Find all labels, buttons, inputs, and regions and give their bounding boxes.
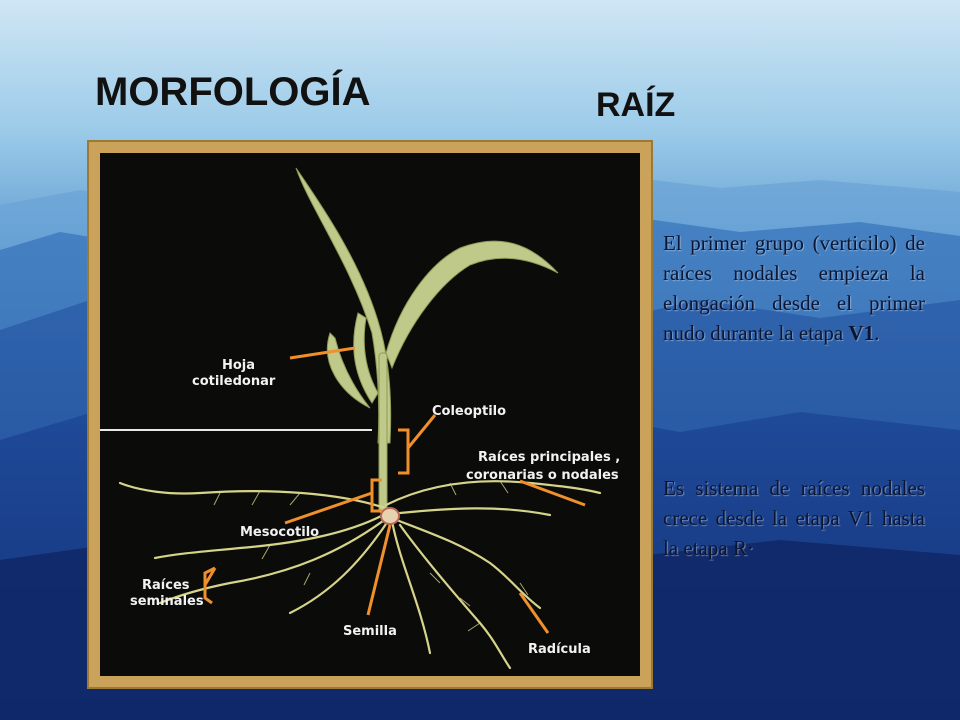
paragraph-nodal-roots: El primer grupo (verticilo) de raíces no… [663,228,925,348]
root-seminal-1 [153,511,389,560]
stem [378,352,388,514]
slide-subtitle: RAÍZ [596,86,676,124]
paragraph-1-text: El primer grupo (verticilo) de raíces no… [663,231,925,345]
paragraph-1-end: . [874,321,880,345]
label-seminales: seminales [130,594,204,609]
corn-seedling-diagram: Hoja cotiledonar Coleoptilo Raíces princ… [100,167,620,670]
paragraph-root-growth: Es sistema de raíces nodales crece desde… [663,476,925,560]
label-raices-principales: Raíces principales , [478,450,620,465]
root-seminal-2 [158,516,389,605]
root-right-1 [392,517,542,610]
leader-coleoptilo [406,414,437,449]
root-seminal-3 [288,519,390,615]
bracket-coleoptilo [398,428,410,475]
leader-hoja [289,346,356,360]
label-mesocotilo: Mesocotilo [240,525,319,540]
leader-raices-principales [519,479,586,507]
diagram-panel: Hoja cotiledonar Coleoptilo Raíces princ… [100,153,640,676]
root-hairs [213,480,529,632]
stage-v1-bold: V1 [848,321,875,345]
root-nodal-right [384,480,602,507]
plant-shoot [295,167,559,514]
label-coleoptilo: Coleoptilo [432,404,506,419]
label-semilla: Semilla [343,624,397,639]
label-hoja: Hoja [222,358,255,373]
leaf-main [295,167,392,444]
leader-seminales [203,567,217,586]
root-radicle [390,519,432,655]
slide-title: MORFOLOGÍA [95,70,371,114]
leader-radicula [518,592,550,634]
root-right-2 [398,523,512,670]
leader-mesocotilo [284,491,373,525]
root-system [118,480,602,670]
root-nodal-left [118,481,387,510]
label-cotiledonar: cotiledonar [192,374,276,389]
seed [380,507,400,525]
label-coronarias-nodales: coronarias o nodales [466,468,619,483]
bracket-mesocotilo [370,478,382,513]
leader-semilla [366,524,392,616]
label-radicula: Radícula [528,642,591,657]
leader-lines [203,346,586,634]
root-right-3 [398,507,552,517]
label-raices: Raíces [142,578,190,593]
leaf-small [353,312,379,404]
bracket-seminales [203,566,216,605]
leaf-right [385,240,559,370]
diagram-frame: Hoja cotiledonar Coleoptilo Raíces princ… [87,140,653,689]
